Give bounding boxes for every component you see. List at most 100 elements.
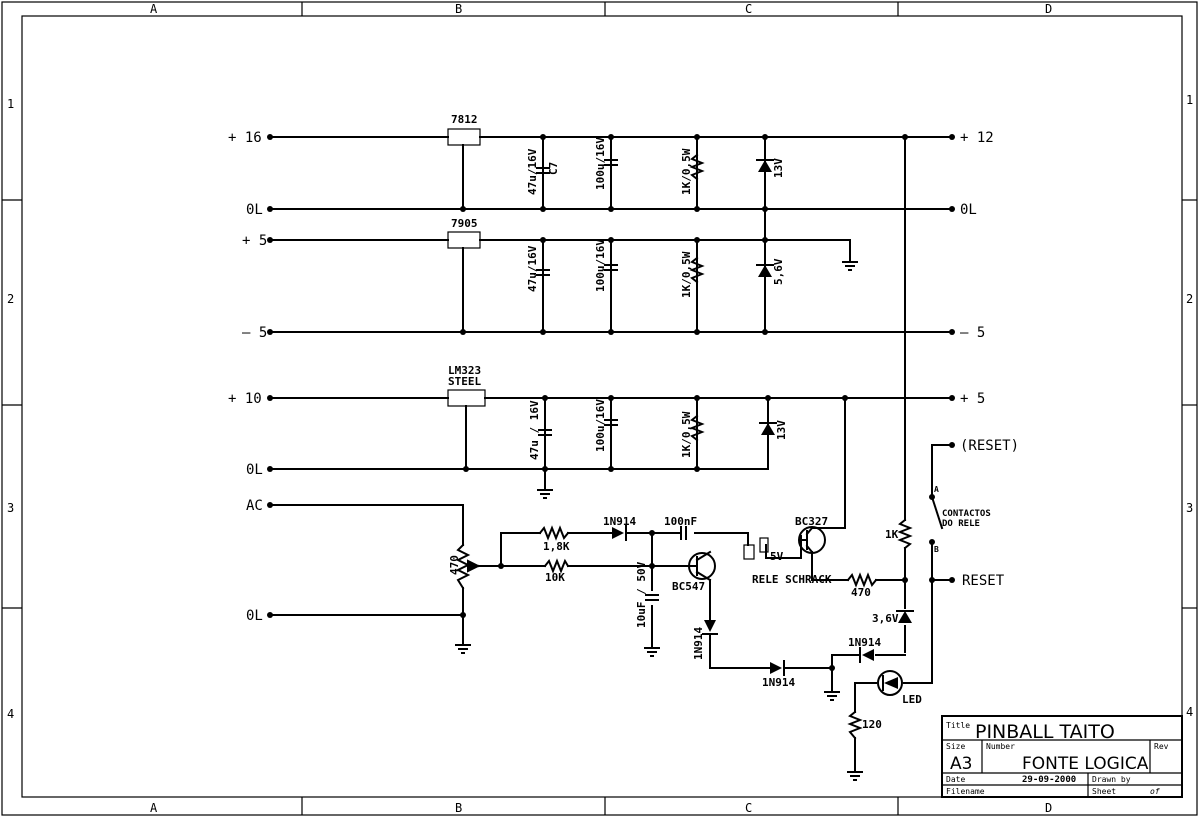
net-out-plus5: + 5 [960, 391, 985, 407]
net-out-0l-1: 0L [960, 202, 977, 218]
label-r-120: 120 [862, 718, 882, 731]
ground-symbols [455, 261, 863, 781]
relay-schrack [743, 537, 769, 560]
label-c-100u-16v-c: 100u/16V [594, 399, 607, 452]
title-block: Title PINBALL TAITO Size A3 Number FONTE… [941, 715, 1183, 798]
label-led: LED [902, 693, 922, 706]
relay-contacts [929, 494, 944, 545]
size-value: A3 [950, 754, 972, 774]
number-value: FONTE LOGICA [1022, 754, 1149, 774]
label-contact-a: A [934, 485, 939, 494]
regulator-7905: 7905 [447, 217, 481, 249]
label-r-18k: 1,8K [543, 540, 570, 553]
date-value: 29-09-2000 [1022, 775, 1076, 785]
row-label-right-1: 1 [1186, 93, 1193, 107]
wires [269, 136, 951, 773]
col-label-top-b: B [455, 2, 462, 16]
col-label-top-a: A [150, 2, 158, 16]
col-label-top-c: C [745, 2, 752, 16]
net-in-plus16: + 16 [228, 130, 262, 146]
label-q-bc547: BC547 [672, 580, 705, 593]
col-label-bottom-c: C [745, 801, 752, 815]
filename-label: Filename [946, 787, 985, 796]
label-relay-5v: 5V [770, 550, 784, 563]
net-in-plus10: + 10 [228, 391, 262, 407]
row-label-right-3: 3 [1186, 501, 1193, 515]
regulator-7812-label: 7812 [451, 113, 478, 126]
net-out-minus5: – 5 [960, 325, 985, 341]
label-q-bc327: BC327 [795, 515, 828, 528]
of-label: of [1150, 787, 1160, 796]
drawn-label: Drawn by [1092, 775, 1131, 784]
col-label-bottom-a: A [150, 801, 158, 815]
label-c7: C7 [547, 162, 560, 175]
net-out-reset-paren: (RESET) [960, 438, 1019, 454]
net-in-minus5: — 5 [242, 325, 267, 341]
label-d-1n914-c: 1N914 [762, 676, 795, 689]
label-c-47u-16v-c: 47u / 16V [528, 400, 541, 460]
label-d-1n914-d: 1N914 [848, 636, 881, 649]
label-r-1k-05w-a: 1K/0,5W [680, 148, 693, 195]
zener-diodes [756, 159, 914, 623]
number-label: Number [986, 742, 1015, 751]
row-label-left-4: 4 [7, 707, 14, 721]
regulator-lm323-sublabel: STEEL [448, 375, 481, 388]
net-in-0l-2: 0L [246, 462, 263, 478]
label-z-36v: 3,6V [872, 612, 899, 625]
label-c-100u-16v-b: 100u/16V [594, 239, 607, 292]
rev-label: Rev [1154, 742, 1169, 751]
label-r-10k: 10K [545, 571, 565, 584]
title-label: Title [946, 721, 970, 730]
label-z-13v-c: 13V [775, 420, 788, 440]
diodes [612, 525, 874, 676]
label-d-1n914-a: 1N914 [603, 515, 636, 528]
regulator-lm323-label: LM323 [448, 364, 481, 377]
regulator-lm323: LM323 STEEL [447, 364, 486, 407]
label-c-10uf-50v: 10uF / 50V [635, 561, 648, 628]
date-label: Date [946, 775, 965, 784]
row-label-left-1: 1 [7, 97, 14, 111]
junctions [460, 134, 935, 671]
transistor-bc547 [688, 550, 716, 582]
label-z-13v-a: 13V [772, 158, 785, 178]
capacitor-symbols [536, 159, 687, 601]
net-out-reset: RESET [962, 573, 1005, 589]
row-label-left-3: 3 [7, 501, 14, 515]
label-c-47u-16v-b: 47u/16V [526, 245, 539, 292]
resistor-symbols [455, 153, 913, 740]
title-value: PINBALL TAITO [975, 721, 1115, 743]
col-label-bottom-b: B [455, 801, 462, 815]
row-label-left-2: 2 [7, 292, 14, 306]
net-in-0l-3: 0L [246, 608, 263, 624]
net-in-0l-1: 0L [246, 202, 263, 218]
label-c-47u-16v-a: 47u/16V [526, 148, 539, 195]
terminals [267, 134, 955, 618]
regulator-7905-label: 7905 [451, 217, 478, 230]
label-c-100nf: 100nF [664, 515, 697, 528]
regulator-7812: 7812 [447, 113, 481, 146]
label-c-100u-16v-a: 100u/16V [594, 137, 607, 190]
label-d-1n914-b: 1N914 [692, 627, 705, 660]
label-r-1k-05w-b: 1K/0,5W [680, 251, 693, 298]
label-relay: RELE SCHRACK [752, 573, 832, 586]
label-contacts-1: CONTACTOS [942, 509, 991, 519]
col-label-bottom-d: D [1045, 801, 1052, 815]
net-in-ac: AC [246, 498, 263, 514]
sheet-label: Sheet [1092, 787, 1116, 796]
led [877, 670, 903, 696]
label-r-1k-05w-c: 1K/0,5W [680, 411, 693, 458]
row-label-right-4: 4 [1186, 705, 1193, 719]
transistor-bc327 [798, 526, 826, 554]
label-contacts-2: DO RELE [942, 519, 980, 529]
net-out-plus12: + 12 [960, 130, 994, 146]
label-contact-b: B [934, 545, 939, 554]
label-r-470: 470 [851, 586, 871, 599]
net-in-plus5: + 5 [242, 233, 267, 249]
label-z-56v: 5,6V [772, 258, 785, 285]
label-r-1k: 1K [885, 528, 899, 541]
col-label-top-d: D [1045, 2, 1052, 16]
size-label: Size [946, 742, 965, 751]
